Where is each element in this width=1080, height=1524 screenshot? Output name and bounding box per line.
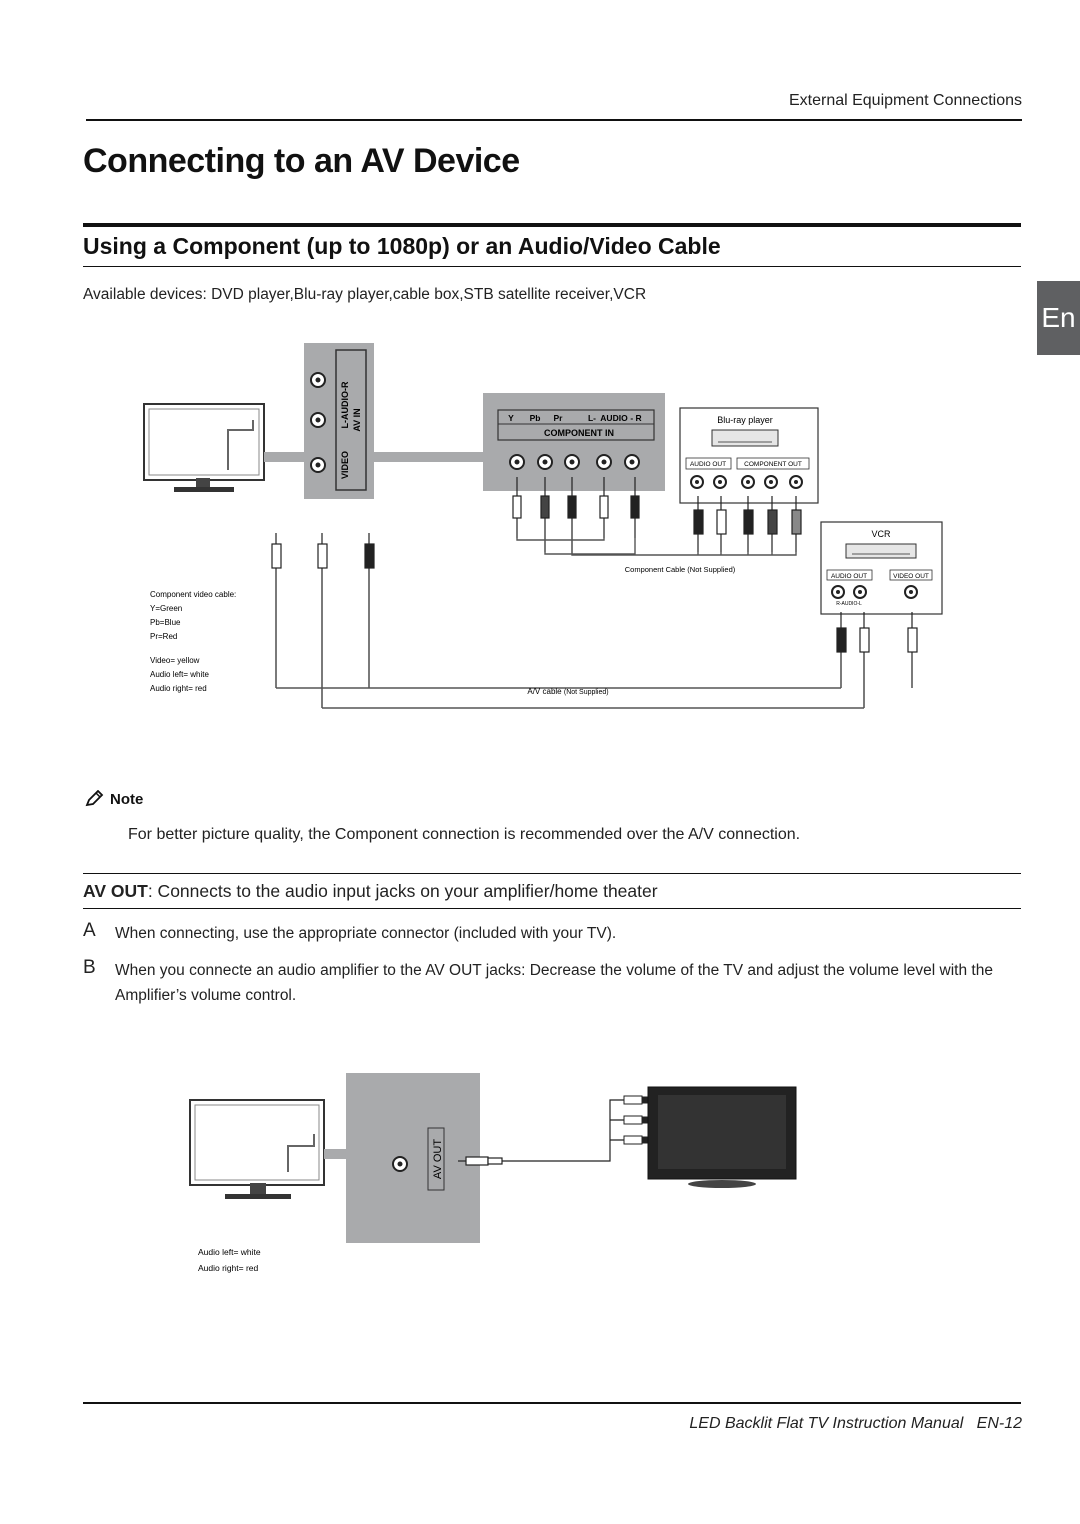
vcr-title: VCR	[871, 529, 891, 539]
legend-line: Component video cable:	[150, 590, 236, 599]
page-title: Connecting to an AV Device	[83, 142, 520, 180]
manual-title: LED Backlit Flat TV Instruction Manual	[689, 1415, 964, 1432]
step-text: When you connecte an audio amplifier to …	[115, 962, 993, 1004]
section-heading: Using a Component (up to 1080p) or an Au…	[83, 233, 721, 259]
avout-term: AV OUT	[83, 881, 148, 901]
jack-label-pr: Pr	[554, 413, 564, 423]
header-rule	[86, 119, 1022, 121]
tv-av-in-label: AV IN	[352, 408, 362, 431]
legend-line: Audio right= red	[198, 1263, 259, 1273]
note-label-text: Note	[110, 790, 144, 808]
section-bottom-rule	[83, 266, 1021, 267]
jack-label-y: Y	[508, 413, 514, 423]
pencil-icon	[85, 790, 104, 807]
vcr-plugs	[836, 612, 918, 708]
tv-icon	[189, 1099, 325, 1199]
vcr-video-out-label: VIDEO OUT	[893, 573, 929, 580]
step-a: A When connecting, use the appropriate c…	[83, 921, 1010, 946]
component-in-jacks	[509, 454, 640, 470]
note-label: Note	[84, 790, 143, 808]
legend-line: Pb=Blue	[150, 618, 181, 627]
cable-color-legend: Component video cable: Y=Green Pb=Blue P…	[150, 590, 236, 693]
bluray-title: Blu-ray player	[717, 415, 773, 425]
bluray-component-out-label: COMPONENT OUT	[744, 461, 802, 468]
bluray-plugs	[693, 496, 802, 552]
component-cable	[516, 538, 797, 556]
vcr-audio-out-label: AUDIO OUT	[831, 573, 867, 580]
jack-label-l: L-	[588, 413, 596, 423]
legend-line: Video= yellow	[150, 656, 200, 665]
legend-line: Audio left= white	[150, 670, 209, 679]
avout-heading: AV OUT: Connects to the audio input jack…	[83, 881, 658, 902]
tv-av-plugs	[271, 533, 375, 708]
note-text: For better picture quality, the Componen…	[128, 826, 801, 843]
vcr-audio-sub-label: R-AUDIO-L	[836, 601, 862, 607]
step-text: When connecting, use the appropriate con…	[115, 925, 617, 942]
component-av-connection-diagram: L-AUDIO-R AV IN VIDEO Y Pb Pr L- AUDIO -…	[143, 343, 943, 709]
footer-rule	[83, 1402, 1021, 1404]
av-cable-label: A/V cable (Not Supplied)	[527, 687, 608, 696]
legend-line: Audio left= white	[198, 1247, 261, 1257]
bluray-audio-out-label: AUDIO OUT	[690, 461, 726, 468]
av-out-plug-cable	[458, 1099, 624, 1166]
legend-line: Pr=Red	[150, 632, 177, 641]
avout-top-rule	[83, 873, 1021, 874]
av-cable	[276, 687, 864, 709]
tv-audio-label: L-AUDIO-R	[340, 381, 350, 428]
av-out-port-label: AV OUT	[432, 1139, 444, 1179]
page-number: EN-12	[976, 1415, 1022, 1432]
step-letter: A	[83, 920, 96, 941]
av-out-connection-diagram: AV OUT Audio left= white Audio right= re…	[189, 1073, 797, 1273]
jack-label-r: - R	[630, 413, 641, 423]
jack-label-pb: Pb	[530, 413, 541, 423]
running-header: External Equipment Connections	[788, 92, 1022, 109]
legend-line: Audio right= red	[150, 684, 207, 693]
av-out-jack	[392, 1156, 408, 1172]
step-letter: B	[83, 957, 96, 978]
component-in-label: COMPONENT IN	[544, 428, 614, 438]
tv-video-label: VIDEO	[340, 451, 350, 479]
amplifier-plugs	[623, 1095, 651, 1145]
footer-text: LED Backlit Flat TV Instruction Manual E…	[689, 1415, 1022, 1433]
component-cable-label: Component Cable (Not Supplied)	[625, 565, 736, 574]
available-devices-text: Available devices: DVD player,Blu-ray pl…	[83, 286, 647, 303]
legend-line: Y=Green	[150, 604, 182, 613]
language-tab: En	[1037, 281, 1080, 355]
step-b: B When you connecte an audio amplifier t…	[83, 958, 1010, 1008]
component-in-plugs	[512, 477, 640, 554]
vcr-box: VCR AUDIO OUT VIDEO OUT R-AUDIO-L	[820, 521, 943, 615]
tv-panel-jacks	[310, 372, 326, 473]
avout-bottom-rule	[83, 908, 1021, 909]
av-out-panel	[346, 1073, 480, 1243]
display-monitor-icon	[647, 1086, 797, 1188]
avout-description: : Connects to the audio input jacks on y…	[147, 881, 658, 901]
audio-legend: Audio left= white Audio right= red	[198, 1247, 261, 1273]
component-in-panel	[483, 393, 665, 491]
bluray-player-box: Blu-ray player AUDIO OUT COMPONENT OUT	[679, 407, 819, 504]
section-top-rule	[83, 223, 1021, 227]
jack-label-audio: AUDIO	[600, 413, 628, 423]
tv-icon	[143, 403, 265, 492]
